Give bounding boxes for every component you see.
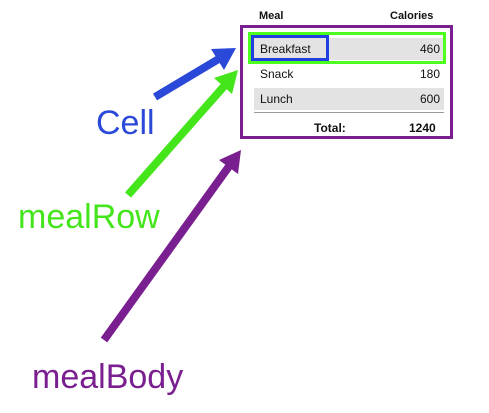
cell-arrow [152,48,236,101]
calories-cell: 600 [419,92,440,106]
meal-cell: Lunch [260,92,293,106]
table-row: Breakfast 460 [254,38,444,60]
total-value: 1240 [409,121,436,135]
total-divider [254,112,444,113]
meal-row-highlight [248,32,446,64]
meal-row-label: mealRow [18,198,160,236]
cell-label: Cell [96,104,155,142]
cell-highlight [251,35,329,61]
meal-body-highlight [240,25,453,139]
meal-row-arrow [125,70,238,198]
meal-body-arrow [100,150,241,343]
total-label: Total: [314,121,346,135]
table-row: Lunch 600 [254,88,444,110]
calories-cell: 180 [419,67,440,81]
meal-body-label: mealBody [32,358,184,396]
meal-cell: Snack [260,67,294,81]
meal-cell: Breakfast [260,42,311,56]
header-calories: Calories [390,10,434,22]
table-row: Snack 180 [254,63,444,85]
calories-cell: 460 [419,42,440,56]
header-meal: Meal [259,10,284,22]
